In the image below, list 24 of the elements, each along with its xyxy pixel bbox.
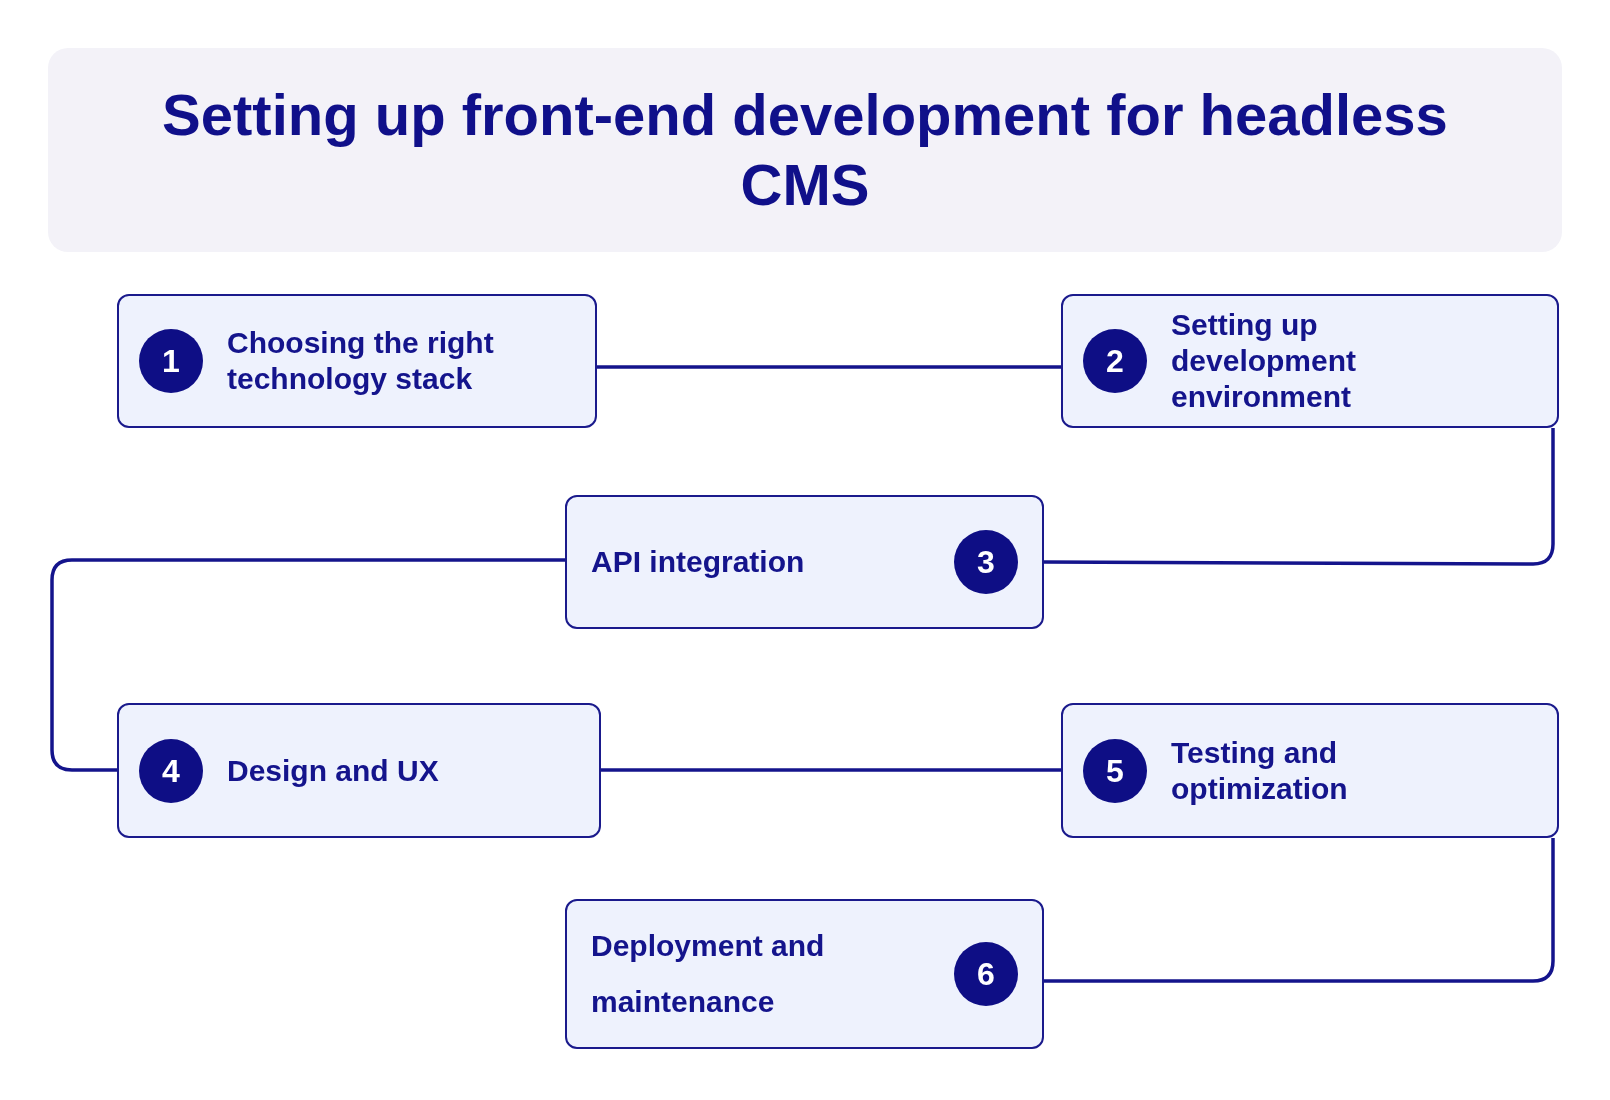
connector-line <box>601 768 1061 772</box>
step-box <box>117 703 601 838</box>
step-number: 4 <box>139 738 203 803</box>
step-number: 1 <box>139 329 203 393</box>
step-box <box>117 294 597 428</box>
step-number: 6 <box>954 942 1018 1006</box>
connector-line <box>50 558 565 772</box>
step-box <box>1061 703 1559 838</box>
title: Setting up front-end development for headless CMS <box>161 81 1449 219</box>
step-number: 5 <box>1083 738 1147 803</box>
step-label: Deployment and maintenance <box>591 928 826 1020</box>
step-box <box>1061 294 1559 428</box>
step-label: Choosing the right technology stack <box>227 325 495 397</box>
step-box <box>565 899 1044 1049</box>
connector-line <box>1044 838 1555 983</box>
connector-line <box>597 365 1061 369</box>
step-number: 3 <box>954 530 1018 594</box>
step-box <box>565 495 1044 629</box>
step-number: 2 <box>1083 329 1147 393</box>
step-label: Design and UX <box>227 752 440 789</box>
connector-line <box>1044 428 1555 566</box>
step-label: Setting up development environment <box>1171 307 1358 415</box>
step-label: API integration <box>591 544 806 580</box>
step-label: Testing and optimization <box>1171 734 1349 807</box>
